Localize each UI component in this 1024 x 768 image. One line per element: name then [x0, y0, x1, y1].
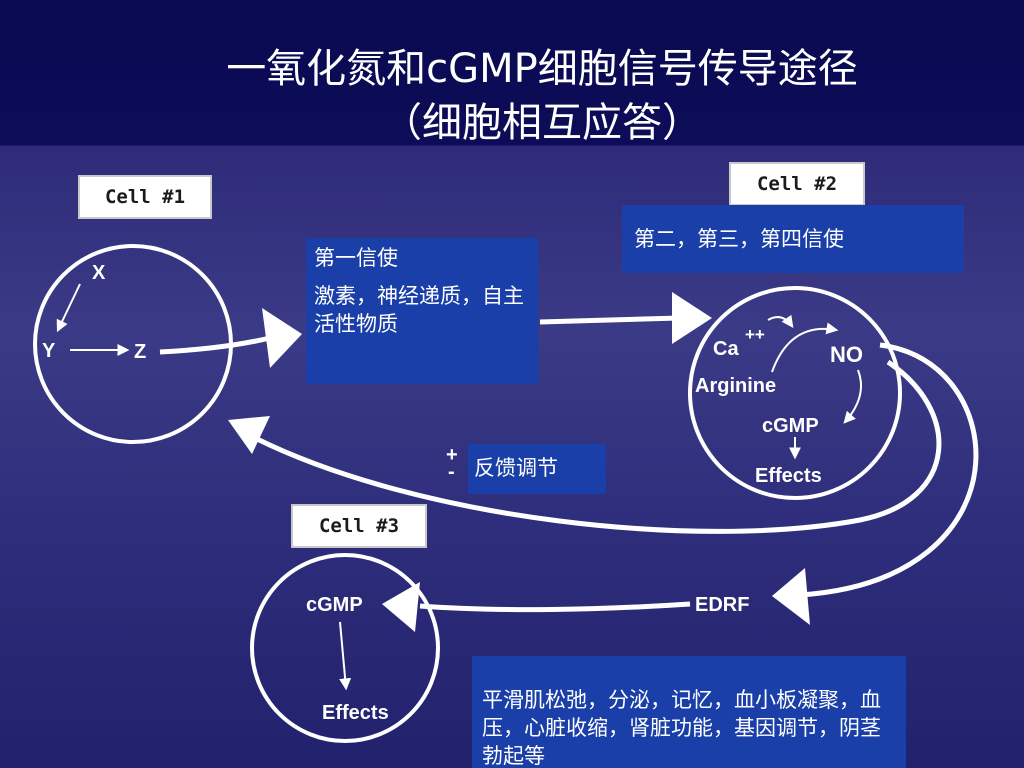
- cell-2-ca-label: Ca: [713, 338, 739, 360]
- cell-3-circle: [250, 553, 440, 743]
- edrf-label: EDRF: [695, 594, 749, 616]
- cell-2-cgmp-label: cGMP: [762, 415, 819, 437]
- no-release-arrowhead: [772, 568, 810, 625]
- cell-1-circle: [33, 244, 233, 444]
- feedback-box: 反馈调节: [468, 444, 606, 494]
- cell-1-y-label: Y: [42, 340, 56, 362]
- other-messengers-text: 第二，第三，第四信使: [634, 227, 844, 251]
- cell-1-label: Cell #1: [78, 175, 212, 219]
- cell-2-ca-charge: ++: [745, 325, 765, 344]
- effects-text: 平滑肌松弛，分泌，记忆，血小板凝聚，血压，心脏收缩，肾脏功能，基因调节，阴茎勃起…: [482, 688, 881, 768]
- x-to-y-arrow: [56, 283, 81, 333]
- cell-1-z-label: Z: [134, 341, 146, 363]
- slide-title: 一氧化氮和cGMP细胞信号传导途径: [226, 46, 858, 92]
- first-messenger-title: 第一信使: [314, 246, 398, 270]
- signal-to-cell-2-arrowhead: [672, 292, 712, 344]
- ca-activation-arrow: [767, 314, 794, 328]
- feedback-arrow: [253, 359, 942, 534]
- feedback-plus-sign: +: [446, 444, 458, 466]
- feedback-arrowhead: [228, 416, 270, 454]
- edrf-to-cgmp-arrow: [419, 601, 691, 613]
- other-messengers-box: 第二，第三，第四信使: [622, 205, 964, 273]
- cell-2-no-label: NO: [830, 342, 863, 367]
- cell-3-effects-label: Effects: [322, 702, 389, 724]
- edrf-to-cgmp-arrowhead: [382, 582, 420, 632]
- cell-1-x-label: X: [92, 262, 106, 284]
- first-messenger-box: 第一信使 激素，神经递质，自主活性物质: [306, 238, 538, 384]
- cell-1-output-arrowhead: [262, 308, 302, 368]
- cgmp-to-effects-arrow-cell-3: [339, 621, 352, 691]
- cell-2-arginine-label: Arginine: [695, 375, 776, 397]
- cell-2-label: Cell #2: [729, 162, 865, 206]
- no-to-cgmp-arrow: [843, 369, 862, 424]
- cell-2-effects-label: Effects: [755, 465, 822, 487]
- first-messenger-description: 激素，神经递质，自主活性物质: [314, 284, 524, 336]
- cell-3-cgmp-label: cGMP: [306, 594, 363, 616]
- no-release-arrow: [799, 342, 979, 598]
- feedback-text: 反馈调节: [474, 456, 558, 480]
- arginine-to-no-arrow: [771, 322, 839, 373]
- effects-box: 平滑肌松弛，分泌，记忆，血小板凝聚，血压，心脏收缩，肾脏功能，基因调节，阴茎勃起…: [472, 656, 906, 768]
- signal-to-cell-2-arrow: [539, 315, 681, 325]
- slide-subtitle: （细胞相互应答）: [382, 100, 702, 146]
- cell-1-output-arrow: [159, 335, 271, 355]
- cell-3-label: Cell #3: [291, 504, 427, 548]
- feedback-minus-sign: -: [448, 461, 455, 483]
- cell-2-circle: [688, 286, 902, 500]
